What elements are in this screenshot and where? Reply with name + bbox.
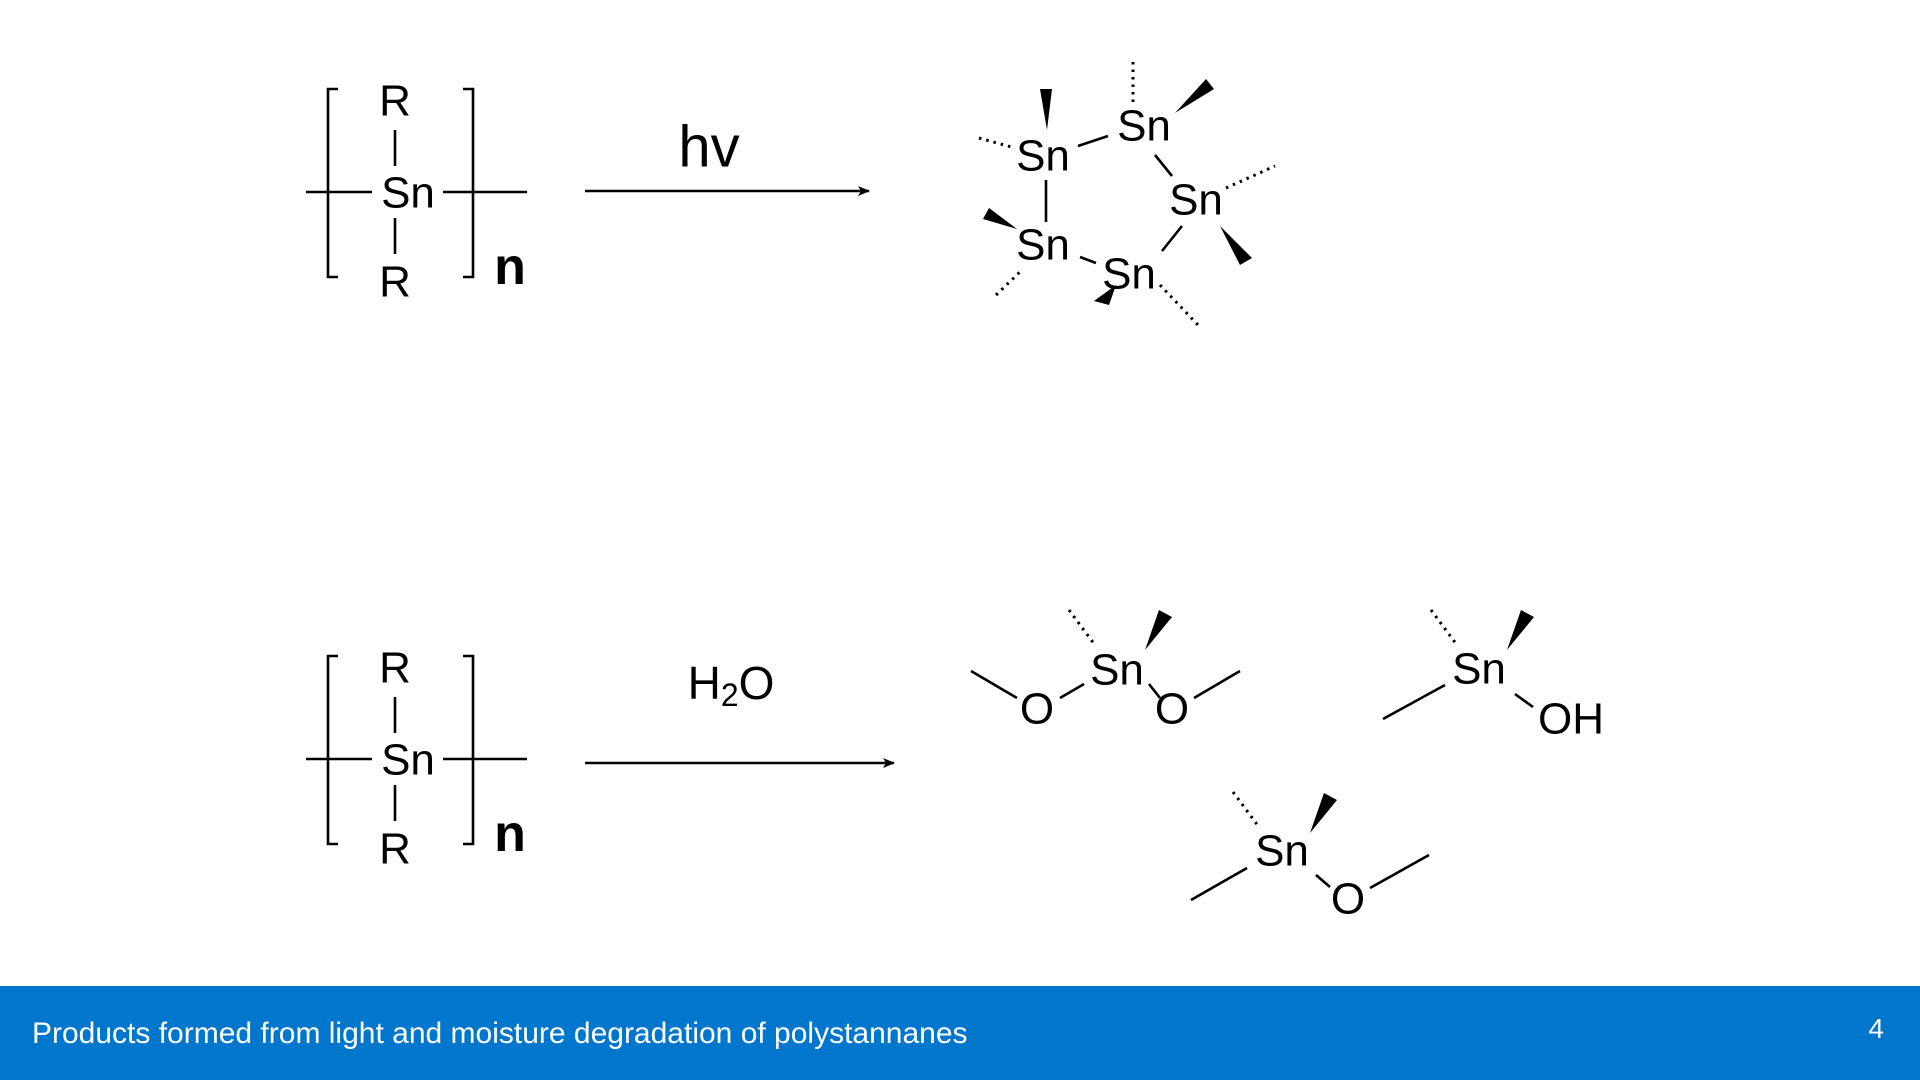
o-atom: O bbox=[1155, 685, 1189, 734]
product-alkoxystannane: Sn O bbox=[1190, 791, 1430, 924]
product-dialkoxystannane: Sn O O bbox=[970, 609, 1241, 734]
condition-hv: hv bbox=[678, 115, 739, 180]
sn-ring-3: Sn bbox=[1169, 176, 1223, 225]
sn-atom: Sn bbox=[381, 736, 435, 785]
subscript-n: n bbox=[494, 805, 526, 863]
left-bracket bbox=[326, 654, 338, 846]
condition-h2o: H2O bbox=[688, 657, 775, 713]
sn-ring-5: Sn bbox=[1016, 221, 1070, 270]
r-top: R bbox=[379, 77, 411, 126]
r-bottom: R bbox=[379, 258, 411, 307]
sn-atom: Sn bbox=[1090, 646, 1144, 695]
o-atom: O bbox=[1331, 875, 1365, 924]
sn-atom: Sn bbox=[381, 169, 435, 218]
footer-bar: Products formed from light and moisture … bbox=[0, 986, 1920, 1080]
cyclic-stannane: Sn Sn Sn Sn Sn bbox=[978, 62, 1276, 327]
product-stannanol: Sn OH bbox=[1382, 609, 1604, 744]
right-bracket bbox=[463, 87, 475, 279]
oh-group: OH bbox=[1538, 695, 1604, 744]
r-bottom: R bbox=[379, 825, 411, 874]
left-bracket bbox=[326, 87, 338, 279]
sn-ring-1: Sn bbox=[1016, 132, 1070, 181]
sn-atom: Sn bbox=[1452, 645, 1506, 694]
polymer-top: Sn R R n bbox=[306, 77, 527, 307]
sn-atom: Sn bbox=[1255, 827, 1309, 876]
page-number: 4 bbox=[1868, 1013, 1884, 1044]
r-top: R bbox=[379, 644, 411, 693]
polymer-bottom: Sn R R n bbox=[306, 644, 527, 874]
sn-ring-2: Sn bbox=[1117, 102, 1171, 151]
slide-caption: Products formed from light and moisture … bbox=[32, 1017, 968, 1050]
o-atom: O bbox=[1020, 685, 1054, 734]
subscript-n: n bbox=[494, 238, 526, 296]
right-bracket bbox=[463, 654, 475, 846]
